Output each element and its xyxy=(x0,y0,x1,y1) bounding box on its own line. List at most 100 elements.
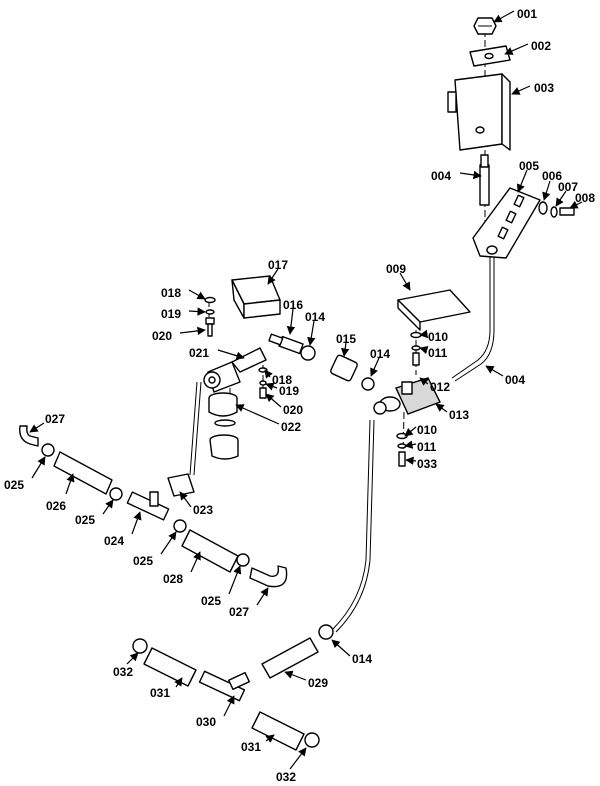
callout-arrow-014 xyxy=(307,320,316,346)
callout-label-018: 018 xyxy=(161,286,181,300)
washer-plate-part xyxy=(469,45,511,67)
solenoid-bracket-part xyxy=(397,289,471,331)
hose-026-part xyxy=(53,451,113,495)
hose-028-part xyxy=(181,529,239,573)
callout-label-004: 004 xyxy=(505,373,525,387)
callout-label-028: 028 xyxy=(163,572,183,586)
callout-arrows xyxy=(29,10,583,770)
callout-label-016: 016 xyxy=(283,298,303,312)
callout-arrow-010 xyxy=(404,426,417,437)
callout-label-011: 011 xyxy=(428,346,448,360)
callout-label-025: 025 xyxy=(75,513,95,527)
callout-arrow-022 xyxy=(235,404,280,425)
callout-arrow-004 xyxy=(485,365,504,377)
callout-label-006: 006 xyxy=(542,169,562,183)
callout-arrow-033 xyxy=(405,456,417,465)
callout-label-027: 027 xyxy=(45,412,65,426)
valve-body-part xyxy=(203,347,267,393)
callout-label-007: 007 xyxy=(558,180,578,194)
callout-label-001: 001 xyxy=(517,7,537,21)
callout-arrow-026 xyxy=(65,473,75,495)
callout-arrow-009 xyxy=(399,272,411,291)
callout-label-014: 014 xyxy=(305,310,325,324)
washer-small-parts xyxy=(538,201,575,218)
callout-arrow-015 xyxy=(340,342,350,357)
callout-label-022: 022 xyxy=(281,420,301,434)
callout-arrow-019 xyxy=(265,382,278,391)
callout-arrow-031 xyxy=(174,677,183,688)
elbow-023-part xyxy=(167,473,195,497)
elbow-027-bottom-part xyxy=(249,565,288,588)
hose-031-bottom-part xyxy=(251,711,305,751)
callout-arrow-011 xyxy=(404,440,417,449)
callout-label-014: 014 xyxy=(370,347,390,361)
tee-030-part xyxy=(198,670,250,702)
callout-arrow-029 xyxy=(284,670,307,681)
callout-arrow-018 xyxy=(264,369,273,379)
callout-label-020: 020 xyxy=(283,403,303,417)
callout-label-025: 025 xyxy=(201,594,221,608)
callout-arrow-008 xyxy=(569,200,583,209)
callout-label-017: 017 xyxy=(268,258,288,272)
callout-arrow-002 xyxy=(504,43,529,55)
callout-label-025: 025 xyxy=(133,554,153,568)
callout-label-029: 029 xyxy=(308,676,328,690)
callout-arrow-004 xyxy=(459,170,482,180)
elbow-027-top-part xyxy=(19,425,39,447)
callout-arrow-032 xyxy=(289,747,307,770)
callout-arrow-030 xyxy=(223,695,235,717)
callout-label-015: 015 xyxy=(336,332,356,346)
callout-label-010: 010 xyxy=(428,330,448,344)
left-bracket-part xyxy=(231,275,281,319)
tubing-lines xyxy=(189,30,495,633)
callout-label-004: 004 xyxy=(431,169,451,183)
filter-screen-part xyxy=(208,392,239,460)
callout-arrow-025 xyxy=(31,456,46,479)
callout-label-023: 023 xyxy=(193,503,213,517)
callout-label-013: 013 xyxy=(449,408,469,422)
callout-label-019: 019 xyxy=(161,307,181,321)
angle-bracket-part xyxy=(472,187,541,259)
callout-arrow-020 xyxy=(179,326,206,336)
hose-015-part xyxy=(330,354,358,382)
callout-label-025: 025 xyxy=(4,478,24,492)
left-screw-parts xyxy=(204,296,216,337)
callout-arrow-028 xyxy=(190,551,201,573)
callout-label-020: 020 xyxy=(152,329,172,343)
callout-label-003: 003 xyxy=(534,81,554,95)
solenoid-valve-part xyxy=(373,377,441,415)
small-screw-parts xyxy=(258,367,268,399)
callout-arrow-021 xyxy=(217,349,245,360)
callout-arrow-011 xyxy=(419,346,429,355)
callout-arrow-013 xyxy=(435,403,448,413)
callout-arrow-020 xyxy=(265,393,282,408)
callout-label-027: 027 xyxy=(229,605,249,619)
callout-label-010: 010 xyxy=(417,423,437,437)
hose-031-top-part xyxy=(143,647,197,687)
callout-label-033: 033 xyxy=(417,457,437,471)
clamp-025-parts xyxy=(41,443,250,567)
callout-label-031: 031 xyxy=(241,740,261,754)
clamp-014-parts xyxy=(300,345,375,391)
callout-arrow-014 xyxy=(370,357,380,377)
callout-label-005: 005 xyxy=(519,159,539,173)
callout-label-032: 032 xyxy=(113,665,133,679)
callout-label-011: 011 xyxy=(417,440,437,454)
callout-label-030: 030 xyxy=(196,715,216,729)
mounting-bracket-part xyxy=(447,73,511,151)
callout-label-002: 002 xyxy=(531,39,551,53)
callout-arrow-027 xyxy=(29,422,45,433)
callout-arrow-025 xyxy=(228,565,242,595)
callout-arrow-025 xyxy=(102,499,114,515)
callout-arrow-017 xyxy=(267,268,279,285)
callout-labels: 0010020030040050060070080090170180190200… xyxy=(4,7,595,784)
callout-arrow-027 xyxy=(256,587,269,606)
callout-arrow-031 xyxy=(265,734,275,743)
callout-label-009: 009 xyxy=(386,262,406,276)
nut-part xyxy=(473,17,497,35)
callout-label-026: 026 xyxy=(46,499,66,513)
callout-arrow-016 xyxy=(286,308,296,335)
callout-arrow-023 xyxy=(179,491,192,508)
nozzle-016-part xyxy=(268,333,304,355)
